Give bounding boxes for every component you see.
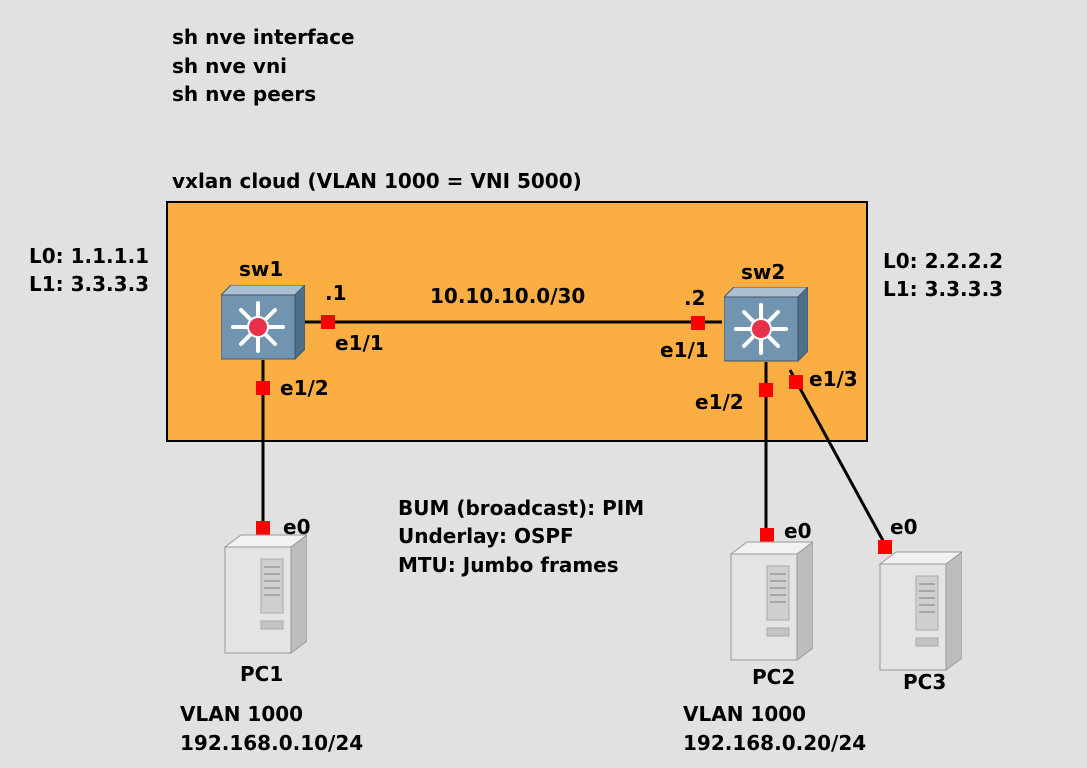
sw1-loopback-l1: L1: 3.3.3.3 xyxy=(29,272,150,296)
pc1-name: PC1 xyxy=(240,662,284,686)
cloud-label: vxlan cloud (VLAN 1000 = VNI 5000) xyxy=(172,169,582,193)
sw1-loopback-l0: L0: 1.1.1.1 xyxy=(29,244,150,268)
sw2-loopback-l1: L1: 3.3.3.3 xyxy=(883,277,1004,301)
sw2-port-e1-2-label: e1/2 xyxy=(695,390,744,414)
sw1-name: sw1 xyxy=(239,257,284,281)
pc1-port-label: e0 xyxy=(283,515,311,539)
port-pc3-e0[interactable] xyxy=(878,540,892,554)
sw2-ip-suffix: .2 xyxy=(684,286,706,310)
pc2-port-label: e0 xyxy=(784,519,812,543)
pc2-vlan: VLAN 1000 xyxy=(683,702,807,726)
link-subnet-label: 10.10.10.0/30 xyxy=(430,284,586,308)
command-nve-interface: sh nve interface xyxy=(172,25,355,49)
note-mtu: MTU: Jumbo frames xyxy=(398,553,619,577)
switch-icon[interactable] xyxy=(221,285,305,363)
command-nve-vni: sh nve vni xyxy=(172,54,288,78)
port-pc1-e0[interactable] xyxy=(256,521,270,535)
sw2-name: sw2 xyxy=(741,260,786,284)
sw2-port-e1-1-label: e1/1 xyxy=(660,338,709,362)
sw1-port-e1-1-label: e1/1 xyxy=(335,331,384,355)
pc3-name: PC3 xyxy=(903,670,947,694)
sw2-port-e1-3-label: e1/3 xyxy=(809,367,858,391)
port-sw1-e1-1[interactable] xyxy=(321,315,335,329)
port-sw1-e1-2[interactable] xyxy=(256,381,270,395)
server-icon[interactable] xyxy=(876,550,962,672)
pc2-name: PC2 xyxy=(752,665,796,689)
note-underlay: Underlay: OSPF xyxy=(398,524,574,548)
pc1-ip: 192.168.0.10/24 xyxy=(180,731,364,755)
port-sw2-e1-1[interactable] xyxy=(691,316,705,330)
sw1-ip-suffix: .1 xyxy=(325,281,347,305)
port-pc2-e0[interactable] xyxy=(760,528,774,542)
sw2-loopback-l0: L0: 2.2.2.2 xyxy=(883,249,1004,273)
server-icon[interactable] xyxy=(221,533,307,655)
note-bum: BUM (broadcast): PIM xyxy=(398,496,645,520)
server-icon[interactable] xyxy=(727,540,813,662)
port-sw2-e1-3[interactable] xyxy=(789,375,803,389)
switch-icon[interactable] xyxy=(724,287,808,365)
sw1-port-e1-2-label: e1/2 xyxy=(280,376,329,400)
command-nve-peers: sh nve peers xyxy=(172,82,317,106)
link-sw2-pc3 xyxy=(788,369,889,549)
pc2-ip: 192.168.0.20/24 xyxy=(683,731,867,755)
pc1-vlan: VLAN 1000 xyxy=(180,702,304,726)
pc3-port-label: e0 xyxy=(890,515,918,539)
port-sw2-e1-2[interactable] xyxy=(759,383,773,397)
